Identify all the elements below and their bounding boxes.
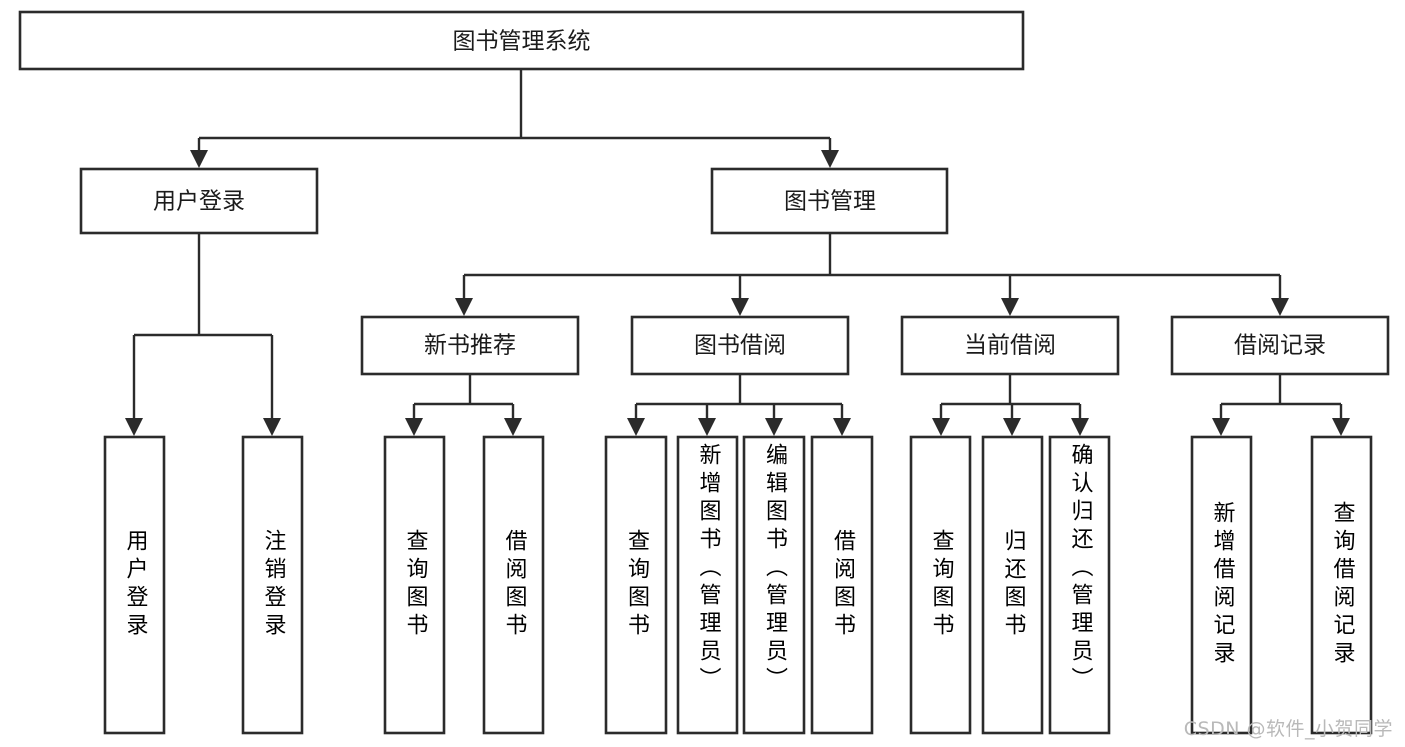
arrowhead-user-login [190, 150, 208, 168]
node-borrow-record-box[interactable] [1170, 315, 1390, 376]
node-leaf-user-logout-box[interactable] [241, 435, 304, 735]
node-leaf-confirm-return-box[interactable] [1048, 435, 1111, 735]
arrowhead-leaf-add-record [1212, 418, 1230, 436]
arrowhead-leaf-user-logout [263, 418, 281, 436]
leaf-edit-book-label-wrap: 编辑图书（管理员） [744, 443, 804, 733]
node-leaf-return-book-box[interactable] [981, 435, 1044, 735]
node-leaf-borrow-book-1-box[interactable] [482, 435, 545, 735]
leaf-query-record-label: 查询借阅记录 [1329, 501, 1355, 669]
node-leaf-borrow-book-2-box[interactable] [810, 435, 874, 735]
arrowhead-new-book-rec [455, 298, 473, 316]
arrowhead-leaf-query-book-3 [932, 418, 950, 436]
leaf-borrow-book-1-label-wrap: 借阅图书 [484, 437, 543, 733]
node-leaf-user-login-box[interactable] [103, 435, 166, 735]
node-leaf-add-record-box[interactable] [1190, 435, 1253, 735]
leaf-confirm-return-label-wrap: 确认归还（管理员） [1050, 443, 1109, 733]
node-new-book-rec-box[interactable] [360, 315, 580, 376]
arrowhead-leaf-edit-book [765, 418, 783, 436]
leaf-user-login-label-wrap: 用户登录 [105, 437, 164, 733]
leaf-user-login-label: 用户登录 [122, 529, 148, 641]
node-borrow-record-label: 借阅记录 [1234, 333, 1326, 359]
node-book-manage-box[interactable] [710, 167, 949, 235]
leaf-query-book-2-label: 查询图书 [624, 529, 649, 641]
leaf-node-layer [103, 435, 1373, 735]
node-leaf-edit-book-box[interactable] [742, 435, 806, 735]
leaf-query-book-3-label-wrap: 查询图书 [911, 437, 970, 733]
node-leaf-add-book-box[interactable] [676, 435, 739, 735]
node-leaf-query-record-box[interactable] [1310, 435, 1373, 735]
node-book-manage-label: 图书管理 [784, 189, 876, 215]
leaf-borrow-book-2-label: 借阅图书 [830, 529, 855, 641]
leaf-return-book-label-wrap: 归还图书 [983, 437, 1042, 733]
node-book-borrow[interactable]: 图书借阅 [630, 315, 850, 376]
connector-layer [125, 69, 1350, 436]
leaf-add-book-label: 新增图书（管理员） [695, 443, 721, 695]
leaf-query-record-label-wrap: 查询借阅记录 [1312, 437, 1371, 733]
leaf-user-logout-label: 注销登录 [260, 529, 286, 641]
leaf-query-book-2-label-wrap: 查询图书 [606, 437, 666, 733]
node-leaf-query-book-2-box[interactable] [604, 435, 668, 735]
leaf-edit-book-label: 编辑图书（管理员） [762, 443, 787, 695]
arrowhead-leaf-query-book-2 [627, 418, 645, 436]
leaf-return-book-label: 归还图书 [1000, 529, 1026, 641]
arrowhead-leaf-borrow-book-2 [833, 418, 851, 436]
arrowhead-leaf-confirm-return [1071, 418, 1089, 436]
node-new-book-rec[interactable]: 新书推荐 [360, 315, 580, 376]
node-root-label: 图书管理系统 [453, 29, 591, 55]
node-leaf-query-book-1-box[interactable] [383, 435, 446, 735]
node-current-borrow-box[interactable] [900, 315, 1120, 376]
node-new-book-rec-label: 新书推荐 [424, 333, 516, 359]
node-user-login-box[interactable] [79, 167, 319, 235]
leaf-add-record-label-wrap: 新增借阅记录 [1192, 437, 1251, 733]
node-current-borrow-label: 当前借阅 [964, 333, 1056, 359]
node-root-box[interactable] [18, 10, 1025, 71]
leaf-user-logout-label-wrap: 注销登录 [243, 437, 302, 733]
leaf-query-book-3-label: 查询图书 [928, 529, 954, 641]
arrowhead-leaf-query-record [1332, 418, 1350, 436]
arrowhead-book-borrow [731, 298, 749, 316]
arrowhead-leaf-add-book [698, 418, 716, 436]
leaf-add-book-label-wrap: 新增图书（管理员） [678, 443, 737, 733]
node-current-borrow[interactable]: 当前借阅 [900, 315, 1120, 376]
arrowhead-current-borrow [1001, 298, 1019, 316]
arrowhead-leaf-return-book [1003, 418, 1021, 436]
arrowhead-leaf-query-book-1 [405, 418, 423, 436]
arrowhead-book-manage [821, 150, 839, 168]
leaf-add-record-label: 新增借阅记录 [1209, 501, 1235, 669]
leaf-confirm-return-label: 确认归还（管理员） [1067, 443, 1093, 695]
leaf-borrow-book-1-label: 借阅图书 [501, 529, 527, 641]
node-user-login[interactable]: 用户登录 [79, 167, 319, 235]
node-leaf-query-book-3-box[interactable] [909, 435, 972, 735]
leaf-query-book-1-label-wrap: 查询图书 [385, 437, 444, 733]
node-book-borrow-label: 图书借阅 [694, 333, 786, 359]
node-book-borrow-box[interactable] [630, 315, 850, 376]
leaf-borrow-book-2-label-wrap: 借阅图书 [812, 437, 872, 733]
node-book-manage[interactable]: 图书管理 [710, 167, 949, 235]
node-root[interactable]: 图书管理系统 [18, 10, 1025, 71]
csdn-watermark: CSDN @软件_小贺同学 [1183, 718, 1393, 740]
arrowhead-leaf-user-login [125, 418, 143, 436]
node-user-login-label: 用户登录 [153, 189, 245, 215]
arrowhead-leaf-borrow-book-1 [504, 418, 522, 436]
node-borrow-record[interactable]: 借阅记录 [1170, 315, 1390, 376]
leaf-query-book-1-label: 查询图书 [402, 529, 428, 641]
arrowhead-borrow-record [1271, 298, 1289, 316]
